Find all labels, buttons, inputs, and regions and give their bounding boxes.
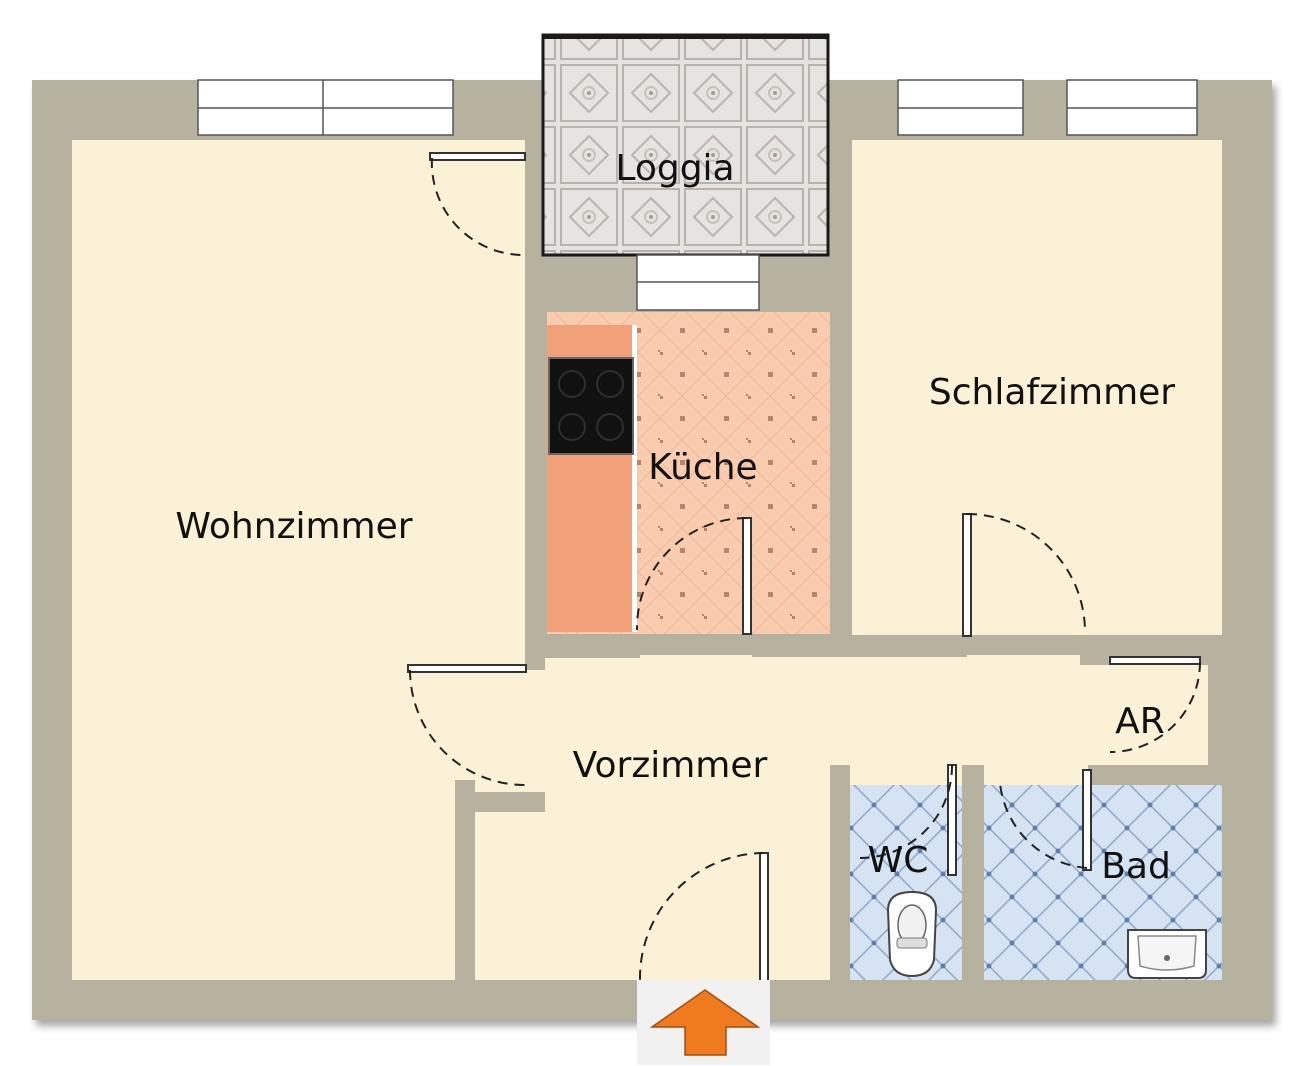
room-label-bad: Bad	[1101, 846, 1171, 887]
interior-walls	[455, 140, 1222, 980]
room-label-loggia: Loggia	[615, 148, 734, 189]
vorzimmer-floor	[475, 655, 1220, 785]
schlafzimmer-floor	[852, 140, 1222, 635]
sink-icon	[1127, 929, 1207, 979]
vorzimmer-lower-floor	[475, 780, 830, 980]
wohnzimmer-floor	[72, 140, 525, 980]
room-label-vorzimmer: Vorzimmer	[573, 745, 768, 786]
room-label-wohnzimmer: Wohnzimmer	[175, 506, 412, 547]
room-label-kueche: Küche	[648, 447, 757, 488]
kitchen	[547, 312, 830, 634]
doors	[407, 152, 1201, 984]
stove-icon	[548, 357, 634, 455]
entrance-arrow-icon	[649, 989, 761, 1056]
room-label-ar: AR	[1115, 701, 1165, 742]
loggia	[541, 33, 830, 257]
room-label-wc: WC	[868, 840, 929, 881]
windows	[197, 79, 1198, 311]
room-label-schlafzimmer: Schlafzimmer	[929, 372, 1175, 413]
toilet-icon	[886, 890, 938, 978]
ar-floor	[1108, 665, 1222, 765]
